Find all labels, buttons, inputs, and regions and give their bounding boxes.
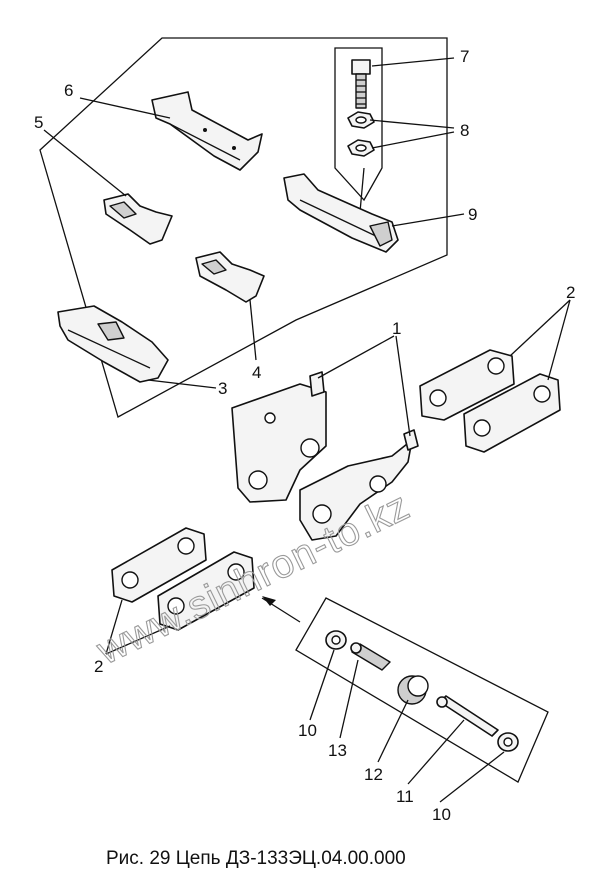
callout-10-left: 10: [298, 721, 317, 740]
callout-9: 9: [468, 205, 477, 224]
washer-right: [497, 732, 519, 752]
callout-2-lower: 2: [94, 657, 103, 676]
callouts: 1 2 2 3 4 5 6 7 8 9 10 13 12 11 10: [34, 47, 575, 824]
callout-8: 8: [460, 121, 469, 140]
bolt: [351, 59, 371, 109]
holder-4: [195, 251, 265, 303]
side-plate-upper-a: [419, 349, 515, 421]
callout-1: 1: [392, 319, 401, 338]
nut-upper: [347, 111, 375, 129]
callout-11: 11: [396, 787, 414, 806]
scraper-group-frame: [39, 37, 448, 418]
link-body-1: [231, 371, 419, 541]
bracket-6: [151, 91, 263, 171]
side-plate-lower-a: [111, 527, 207, 603]
callout-12: 12: [364, 765, 383, 784]
callout-5: 5: [34, 113, 43, 132]
side-plate-lower-b: [157, 551, 255, 631]
figure-caption: Рис. 29 Цепь ДЗ-133ЭЦ.04.00.000: [106, 848, 406, 869]
axle-11: [436, 695, 499, 737]
callout-4: 4: [252, 363, 261, 382]
bushing-12: [397, 675, 429, 705]
scraper-3: [57, 305, 169, 383]
callout-3: 3: [218, 379, 227, 398]
callout-6: 6: [64, 81, 73, 100]
holder-5: [103, 193, 173, 245]
leader-lines: [43, 57, 571, 803]
pin-13: [350, 642, 391, 671]
side-plate-upper-b: [463, 373, 561, 453]
pin-group-frame: [295, 597, 549, 783]
callout-10-right: 10: [432, 805, 451, 824]
nut-lower: [347, 139, 375, 157]
washer-left: [325, 630, 347, 650]
fastener-group-frame: [334, 47, 383, 202]
callout-7: 7: [460, 47, 469, 66]
scraper-9: [283, 173, 399, 253]
callout-2-upper: 2: [566, 283, 575, 302]
callout-13: 13: [328, 741, 347, 760]
